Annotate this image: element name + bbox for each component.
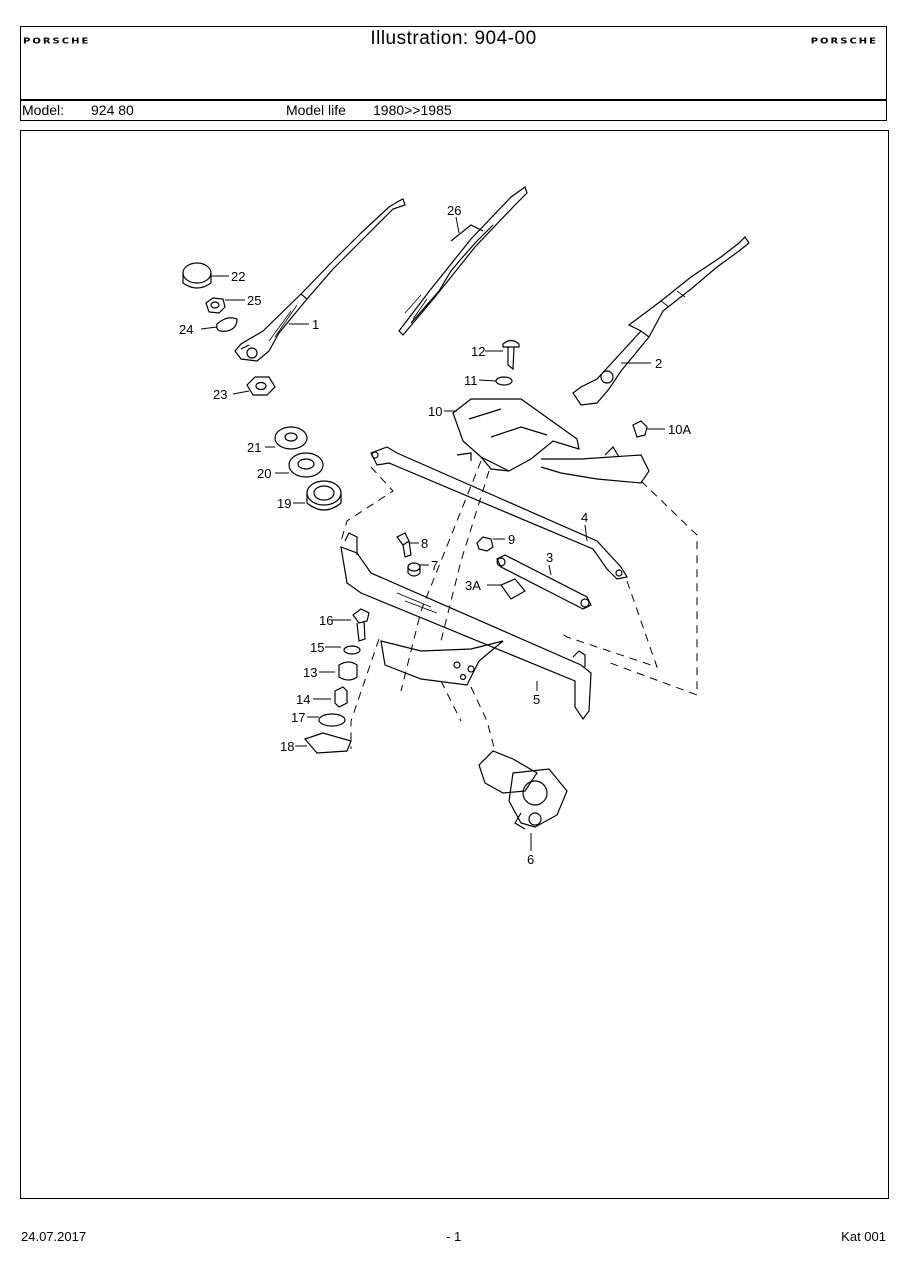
page-title: Illustration: 904-00 [370,28,537,49]
model-value: 924 80 [91,102,134,118]
screw-12 [502,339,520,371]
wiper-blade [398,186,528,336]
callout-7: 7 [431,558,438,573]
callout-18: 18 [280,739,294,754]
wiper-motor-6 [478,750,568,830]
nut-9 [476,536,494,552]
porsche-logo-left: PORSCHE [23,37,91,46]
callout-1: 1 [312,317,319,332]
cap-22 [182,262,212,289]
bushing-7 [407,562,421,577]
bracket-3a [500,578,526,600]
washer-17 [318,713,346,727]
grommet-19 [306,480,342,511]
footer-page: - 1 [446,1229,462,1244]
callout-labels: 22 25 24 1 23 21 20 19 26 12 11 10 2 10A… [179,203,691,867]
callout-8: 8 [421,536,428,551]
callout-10: 10 [428,404,442,419]
header-box: PORSCHE Illustration: 904-00 PORSCHE Mod… [20,26,887,121]
exploded-parts-diagram: 22 25 24 1 23 21 20 19 26 12 11 10 2 10A… [179,186,750,867]
callout-13: 13 [303,665,317,680]
callout-22: 22 [231,269,245,284]
nut-25 [205,297,226,314]
callout-20: 20 [257,466,271,481]
callout-3a: 3A [465,578,481,593]
assembly-dashed-lines [340,460,698,752]
callout-23: 23 [213,387,227,402]
callout-2: 2 [655,356,662,371]
washer-24 [216,317,238,332]
model-row: Model: 924 80 Model life 1980>>1985 [21,101,886,121]
callout-4: 4 [581,510,588,525]
nut-23 [246,376,276,396]
spacer-13 [338,661,358,681]
diagram-frame: 22 25 24 1 23 21 20 19 26 12 11 10 2 10A… [20,130,889,1199]
bracket-10 [452,398,650,484]
model-label: Model: [22,102,65,118]
callout-5: 5 [533,692,540,707]
callout-21: 21 [247,440,261,455]
callout-25: 25 [247,293,261,308]
callout-3: 3 [546,550,553,565]
callout-11: 11 [464,373,478,388]
linkage-rod-4 [370,446,628,580]
callout-9: 9 [508,532,515,547]
footer-catalog: Kat 001 [841,1229,886,1244]
pad-18 [303,732,352,754]
header-divider [21,99,886,101]
callout-6: 6 [527,852,534,867]
washer-15 [343,645,361,655]
model-life-value: 1980>>1985 [373,102,452,118]
wiper-arm-left [234,198,406,362]
wiper-frame-5 [340,532,592,721]
callout-leaders [200,216,665,851]
callout-15: 15 [310,640,324,655]
callout-16: 16 [319,613,333,628]
model-life-label: Model life [286,102,346,118]
sleeve-14 [334,686,348,708]
callout-24: 24 [179,322,193,337]
bolt-8 [396,532,412,558]
callout-19: 19 [277,496,291,511]
bushing-21 [274,426,308,450]
porsche-logo-right: PORSCHE [810,37,878,46]
bolt-16 [352,608,370,642]
footer-date: 24.07.2017 [21,1229,87,1244]
washer-11 [495,376,513,386]
callout-14: 14 [296,692,310,707]
callout-17: 17 [291,710,305,725]
callout-12: 12 [471,344,485,359]
callout-10a: 10A [668,422,691,437]
linkage-rod-3 [496,554,592,610]
bushing-20 [288,452,324,478]
wiper-arm-right [572,236,750,406]
callout-26: 26 [447,203,461,218]
clip-10a [632,420,648,438]
